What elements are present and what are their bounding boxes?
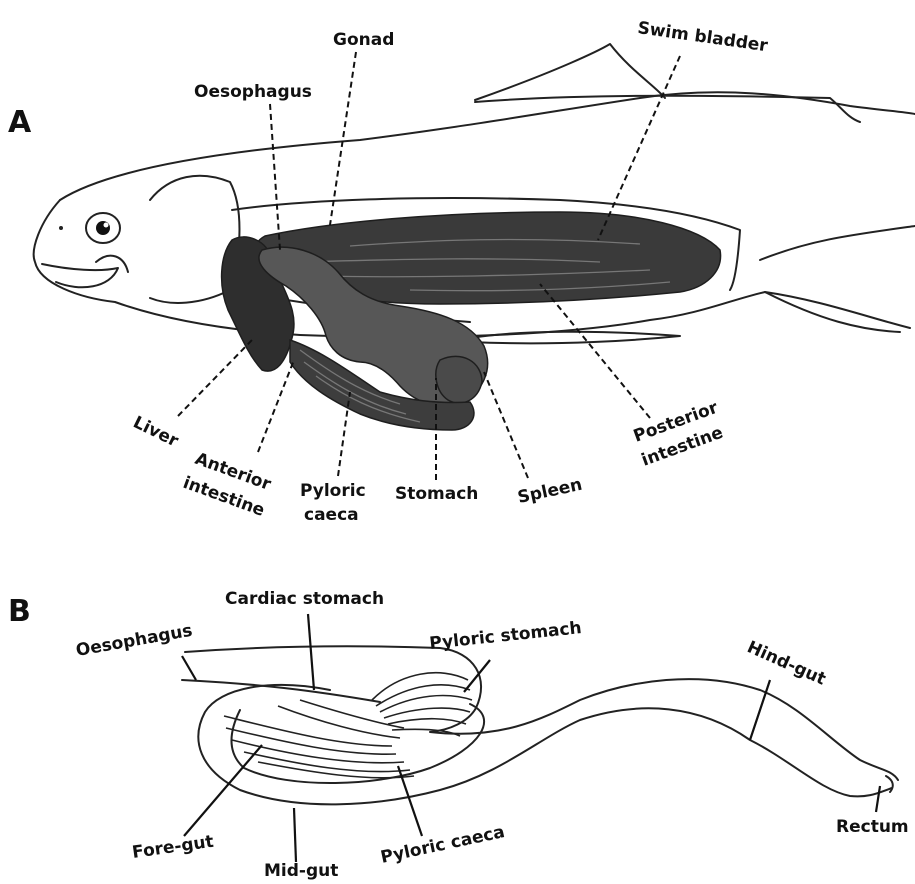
panel-a-letter: A xyxy=(8,105,32,140)
leader-b-rectum xyxy=(876,786,880,812)
label-b-pyloric-caeca: Pyloric caeca xyxy=(379,822,507,868)
label-b-mid-gut: Mid-gut xyxy=(264,861,338,881)
label-a-gonad: Gonad xyxy=(333,30,394,50)
label-b-fore-gut: Fore-gut xyxy=(131,832,215,863)
leader-b-oesophagus xyxy=(182,656,196,680)
leader-b-pyloric-stomach xyxy=(464,660,490,692)
label-a-stomach: Stomach xyxy=(395,484,478,504)
panel-b-letter: B xyxy=(8,594,31,629)
label-a-liver: Liver xyxy=(130,413,182,452)
leader-b-mid-gut xyxy=(294,808,296,862)
label-b-cardiac-stomach: Cardiac stomach xyxy=(225,589,384,609)
label-a-spleen: Spleen xyxy=(516,475,584,508)
label-a-pyloric: Pyloric xyxy=(300,481,366,501)
label-a-caeca: caeca xyxy=(304,505,359,525)
leader-a-posterior-intestine xyxy=(540,284,650,418)
label-a-oesophagus: Oesophagus xyxy=(194,82,312,102)
leader-a-swim-bladder xyxy=(598,56,680,240)
label-b-pyloric-stomach: Pyloric stomach xyxy=(428,618,582,654)
label-b-hind-gut: Hind-gut xyxy=(744,637,829,689)
pyloric-caeca-shapes xyxy=(224,673,472,778)
label-a-swim-bladder: Swim bladder xyxy=(636,18,769,56)
panel-b: B Oesophagus Cardiac stomach xyxy=(8,589,909,881)
panel-a: A xyxy=(8,18,915,525)
label-b-rectum: Rectum xyxy=(836,817,909,837)
label-b-oesophagus: Oesophagus xyxy=(74,621,194,661)
leader-a-liver xyxy=(178,340,252,416)
leader-a-anterior-intestine xyxy=(258,360,294,452)
leader-a-spleen xyxy=(484,372,528,478)
leader-b-cardiac-stomach xyxy=(308,614,314,690)
leader-b-fore-gut xyxy=(184,745,262,836)
spleen-organ xyxy=(436,356,482,403)
leader-a-oesophagus xyxy=(270,104,280,250)
